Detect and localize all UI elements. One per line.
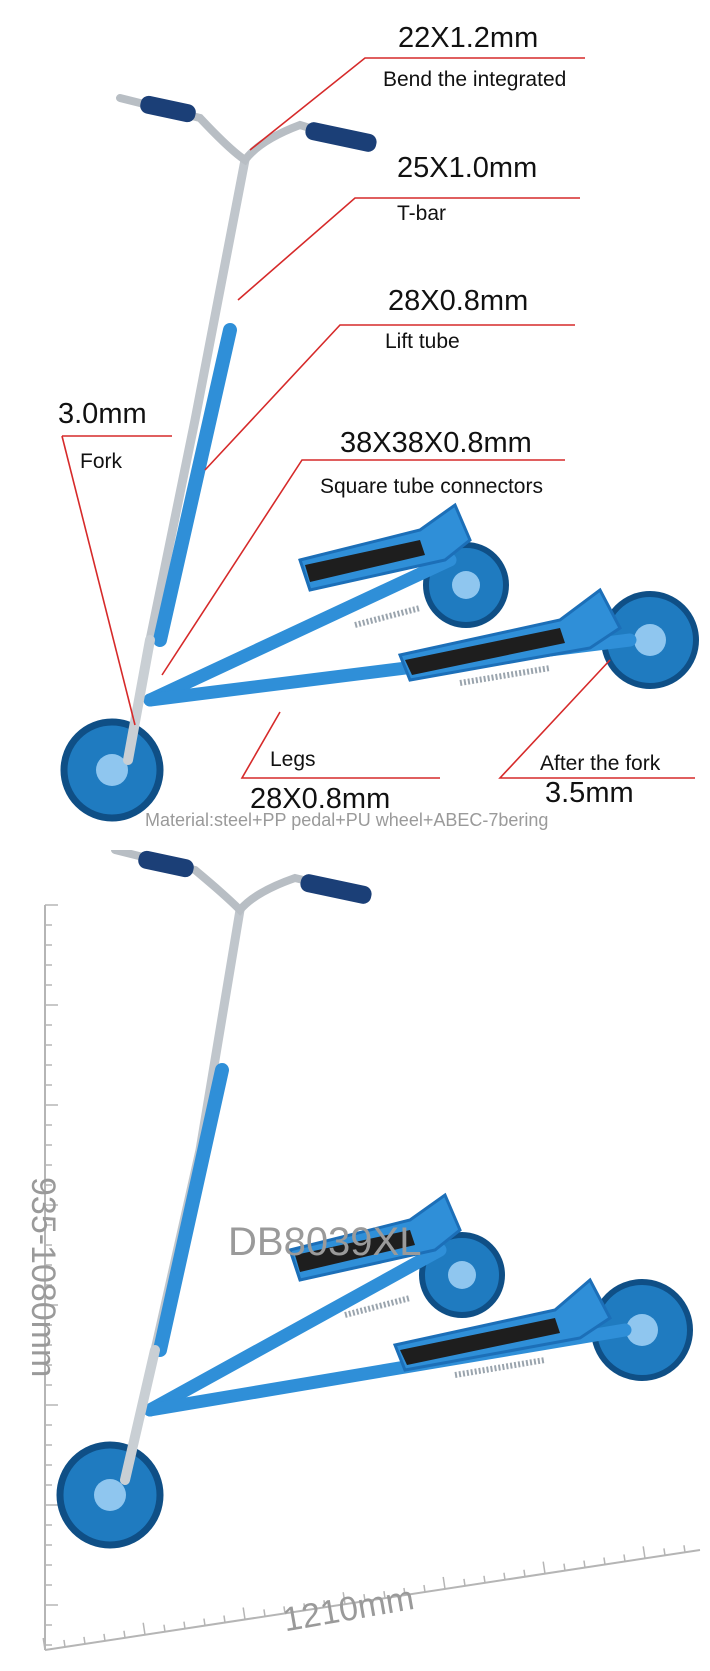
length-ruler-tick bbox=[363, 1594, 366, 1602]
spring-right bbox=[459, 665, 551, 686]
length-ruler-tick bbox=[263, 1609, 266, 1617]
foot-deck-left-grip bbox=[305, 540, 425, 582]
length-ruler-tick bbox=[383, 1590, 386, 1599]
spec-handlebar-desc: Bend the integrated bbox=[383, 68, 567, 91]
material-caption: Material:steel+PP pedal+PU wheel+ABEC-7b… bbox=[145, 810, 549, 830]
front-wheel-hub bbox=[94, 1479, 126, 1511]
leader-lift-tube bbox=[204, 324, 575, 471]
length-ruler-tick bbox=[142, 1622, 146, 1635]
foot-deck-left-grip bbox=[295, 1230, 415, 1272]
length-ruler-tick bbox=[242, 1607, 246, 1620]
lift-tube bbox=[153, 323, 237, 647]
length-ruler-tick bbox=[563, 1563, 566, 1571]
lift-tube bbox=[153, 1063, 229, 1357]
front-wheel-hub bbox=[96, 754, 128, 786]
spring-left bbox=[344, 1295, 411, 1318]
length-ruler-tick bbox=[103, 1633, 106, 1641]
leader-legs bbox=[240, 711, 440, 779]
length-ruler-tick bbox=[683, 1545, 686, 1553]
length-ruler-tick bbox=[163, 1624, 166, 1632]
model-number: DB8039XL bbox=[228, 1220, 422, 1264]
spec-legs-value: 28X0.8mm bbox=[250, 783, 391, 815]
length-ruler-tick bbox=[542, 1561, 546, 1574]
dimension-illustration bbox=[42, 850, 701, 1651]
length-ruler-tick bbox=[442, 1576, 446, 1590]
handlebar bbox=[111, 850, 349, 916]
front-fork bbox=[120, 1345, 160, 1485]
right-grip bbox=[300, 874, 372, 904]
length-ruler-tick bbox=[123, 1630, 126, 1638]
left-grip bbox=[138, 850, 194, 878]
length-ruler-tick bbox=[503, 1572, 506, 1580]
length-ruler-tick bbox=[423, 1584, 426, 1593]
callout-leader-lines bbox=[61, 57, 695, 779]
foot-deck-right-grip bbox=[400, 1318, 560, 1365]
spec-tbar-value: 25X1.0mm bbox=[397, 152, 538, 184]
length-ruler-tick bbox=[42, 1637, 46, 1651]
length-ruler-tick bbox=[83, 1636, 86, 1645]
leader-connectors bbox=[161, 459, 565, 676]
front-fork bbox=[123, 635, 155, 765]
length-ruler-tick bbox=[403, 1587, 406, 1596]
length-ruler-tick bbox=[583, 1560, 586, 1568]
foot-deck-right-grip bbox=[405, 628, 565, 675]
rear-wheel-right-hub bbox=[626, 1314, 658, 1346]
spec-legs-desc: Legs bbox=[270, 748, 316, 771]
scooter-illustration-top bbox=[60, 57, 699, 822]
length-ruler-tick bbox=[323, 1600, 326, 1608]
length-ruler-tick bbox=[483, 1575, 486, 1583]
leader-rear-fork bbox=[498, 659, 695, 779]
rear-wheel-left-hub bbox=[448, 1261, 476, 1289]
length-ruler bbox=[42, 1545, 701, 1651]
leg-left bbox=[143, 1243, 447, 1417]
leader-handlebar bbox=[249, 57, 585, 151]
length-ruler-tick bbox=[283, 1606, 286, 1614]
leg-left bbox=[143, 553, 457, 707]
spec-lift-tube-value: 28X0.8mm bbox=[388, 285, 529, 317]
spec-rear-fork-desc: After the fork bbox=[540, 752, 661, 775]
spring-right bbox=[454, 1357, 546, 1378]
spec-rear-fork-value: 3.5mm bbox=[545, 777, 634, 809]
spec-fork-desc: Fork bbox=[80, 450, 122, 473]
height-ruler bbox=[44, 904, 58, 1650]
leader-fork bbox=[61, 435, 136, 726]
length-ruler-tick bbox=[63, 1639, 66, 1648]
spring-left bbox=[354, 605, 421, 628]
spec-lift-tube-desc: Lift tube bbox=[385, 330, 460, 353]
rear-wheel-left-hub bbox=[452, 571, 480, 599]
length-ruler-tick bbox=[303, 1603, 306, 1611]
spec-handlebar-value: 22X1.2mm bbox=[398, 22, 539, 54]
handlebar bbox=[116, 94, 354, 166]
length-ruler-tick bbox=[463, 1578, 466, 1586]
dimension-diagram-panel: DB8039XL 935-1080mm 1210mm bbox=[0, 850, 710, 1671]
length-ruler-tick bbox=[223, 1615, 226, 1623]
left-grip bbox=[140, 95, 196, 123]
length-ruler-tick bbox=[663, 1548, 666, 1556]
spec-fork-value: 3.0mm bbox=[58, 398, 147, 430]
right-grip bbox=[305, 122, 377, 152]
length-ruler-tick bbox=[623, 1554, 626, 1562]
spec-tbar-desc: T-bar bbox=[397, 202, 447, 225]
length-ruler-tick bbox=[342, 1592, 346, 1605]
leader-tbar bbox=[237, 197, 580, 301]
steering-tube bbox=[145, 155, 250, 645]
rear-wheel-right-hub bbox=[634, 624, 666, 656]
length-ruler-tick bbox=[603, 1557, 606, 1565]
spec-connectors-desc: Square tube connectors bbox=[320, 475, 543, 498]
length-ruler-tick bbox=[642, 1546, 646, 1559]
height-dimension-label: 935-1080mm bbox=[24, 1177, 62, 1378]
spec-diagram-panel: 22X1.2mm Bend the integrated 25X1.0mm T-… bbox=[58, 22, 699, 830]
length-ruler-tick bbox=[523, 1569, 526, 1577]
spec-connectors-value: 38X38X0.8mm bbox=[340, 427, 532, 459]
length-ruler-tick bbox=[183, 1621, 186, 1629]
length-ruler-tick bbox=[203, 1618, 206, 1626]
